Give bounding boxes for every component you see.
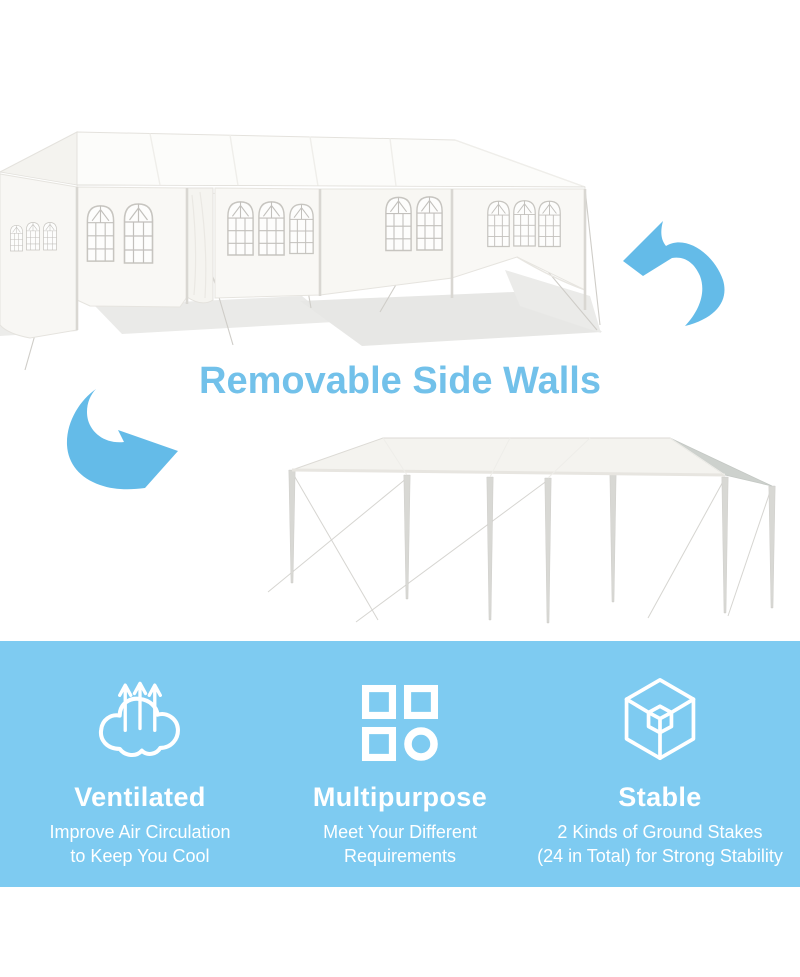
- feature-icon-box: [616, 673, 704, 773]
- tent-roof: [0, 131, 586, 188]
- frame-guy-ropes: [267, 471, 773, 623]
- feature-icon-box: [92, 673, 188, 773]
- features-band: Ventilated Improve Air Circulation to Ke…: [0, 641, 800, 887]
- feature-title: Stable: [618, 782, 702, 812]
- feature-title: Multipurpose: [312, 782, 488, 812]
- curved-arrow-up-left-icon: [623, 221, 725, 326]
- feature-icon-box: [358, 673, 442, 773]
- stable-cube-icon: [624, 678, 696, 761]
- tent-poles: [75, 187, 587, 330]
- feature-description-line: to Keep You Cool: [70, 846, 210, 866]
- multipurpose-squares-circle-icon: [361, 684, 439, 762]
- ventilated-cloud-arrows-icon: [98, 681, 180, 757]
- tent-frame-photo: [267, 437, 776, 624]
- feature-description-line: Requirements: [343, 846, 457, 866]
- tent-left-end-wall: [0, 173, 78, 339]
- headline: Removable Side Walls: [199, 360, 601, 402]
- feature-description-line: Meet Your Different: [323, 822, 477, 842]
- curved-arrow-right-icon: [66, 389, 178, 490]
- frame-canopy: [291, 437, 773, 487]
- feature-description: Meet Your Different Requirements: [323, 820, 477, 868]
- feature-description: 2 Kinds of Ground Stakes (24 in Total) f…: [537, 820, 783, 868]
- tent-with-walls-photo: [0, 131, 602, 371]
- feature-description: Improve Air Circulation to Keep You Cool: [49, 820, 230, 868]
- feature-stable: Stable 2 Kinds of Ground Stakes (24 in T…: [520, 641, 800, 887]
- feature-description-line: Improve Air Circulation: [49, 822, 231, 842]
- feature-title: Ventilated: [74, 782, 206, 812]
- feature-description-line: (24 in Total) for Strong Stability: [537, 846, 783, 866]
- frame-legs: [288, 469, 776, 624]
- feature-description-line: 2 Kinds of Ground Stakes: [557, 822, 763, 842]
- feature-multipurpose: Multipurpose Meet Your Different Require…: [280, 641, 520, 887]
- feature-ventilated: Ventilated Improve Air Circulation to Ke…: [0, 641, 280, 887]
